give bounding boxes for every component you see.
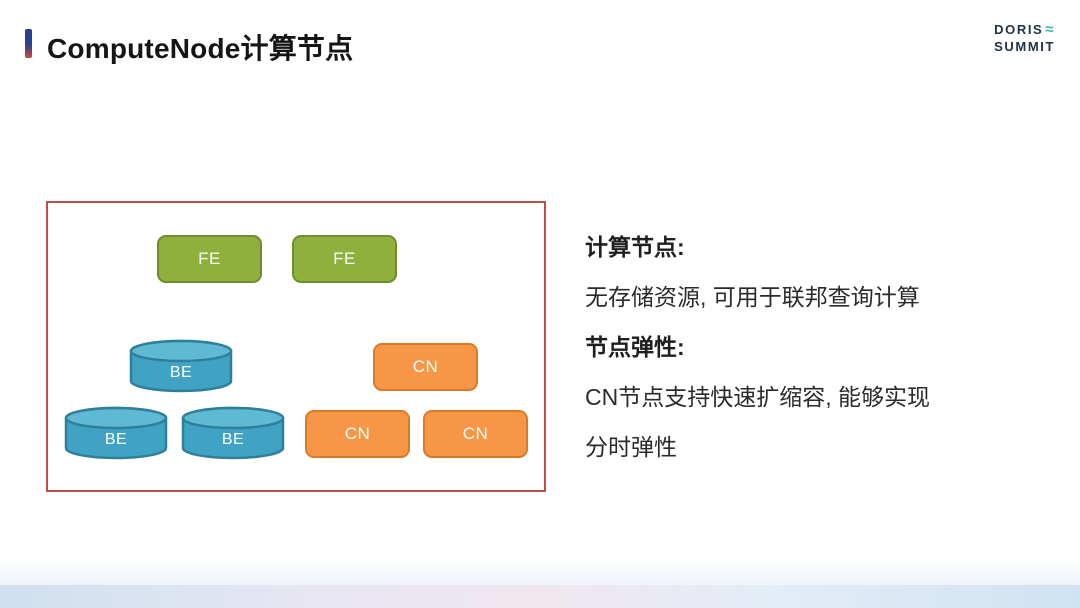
database-cylinder-icon: BE	[64, 406, 168, 460]
page-title: ComputeNode计算节点	[47, 33, 354, 64]
bottom-gradient-band	[0, 557, 1080, 608]
be-node-1: BE	[129, 339, 233, 393]
cn-node-2-label: CN	[344, 424, 371, 443]
title-accent-bar	[25, 29, 32, 58]
cn-node-3-label: CN	[462, 424, 489, 443]
cn-node-1-label: CN	[412, 357, 439, 376]
notes-heading-elasticity: 节点弹性:	[585, 334, 685, 360]
doris-summit-logo: DORIS≈ SUMMIT	[994, 21, 1055, 55]
fe-node-1: FE	[157, 235, 262, 283]
be-node-3: BE	[181, 406, 285, 460]
cn-node-3: CN	[423, 410, 528, 458]
notes-body-elasticity-line2: 分时弹性	[585, 434, 677, 460]
be-node-2: BE	[64, 406, 168, 460]
database-cylinder-icon: BE	[181, 406, 285, 460]
fe-node-2: FE	[292, 235, 397, 283]
fe-node-2-label: FE	[333, 249, 356, 268]
cn-node-1: CN	[373, 343, 478, 391]
notes-heading-compute-node: 计算节点:	[585, 234, 685, 260]
architecture-diagram: FE FE BE BE BE C	[46, 201, 546, 492]
be-node-1-label: BE	[170, 364, 192, 381]
notes-body-elasticity-line1: CN节点支持快速扩缩容, 能够实现	[585, 384, 930, 410]
slide-header: ComputeNode计算节点 DORIS≈ SUMMIT	[0, 0, 1080, 80]
logo-doris-text: DORIS	[994, 22, 1044, 37]
logo-summit-text: SUMMIT	[994, 39, 1055, 54]
fe-node-1-label: FE	[198, 249, 221, 268]
logo-line-doris: DORIS≈	[994, 21, 1055, 38]
cn-node-2: CN	[305, 410, 410, 458]
be-node-2-label: BE	[105, 431, 127, 448]
database-cylinder-icon: BE	[129, 339, 233, 393]
notes-body-compute-node: 无存储资源, 可用于联邦查询计算	[585, 284, 920, 310]
notes-panel: 计算节点: 无存储资源, 可用于联邦查询计算 节点弹性: CN节点支持快速扩缩容…	[585, 222, 1025, 472]
be-node-3-label: BE	[222, 431, 244, 448]
wave-icon: ≈	[1045, 21, 1054, 38]
